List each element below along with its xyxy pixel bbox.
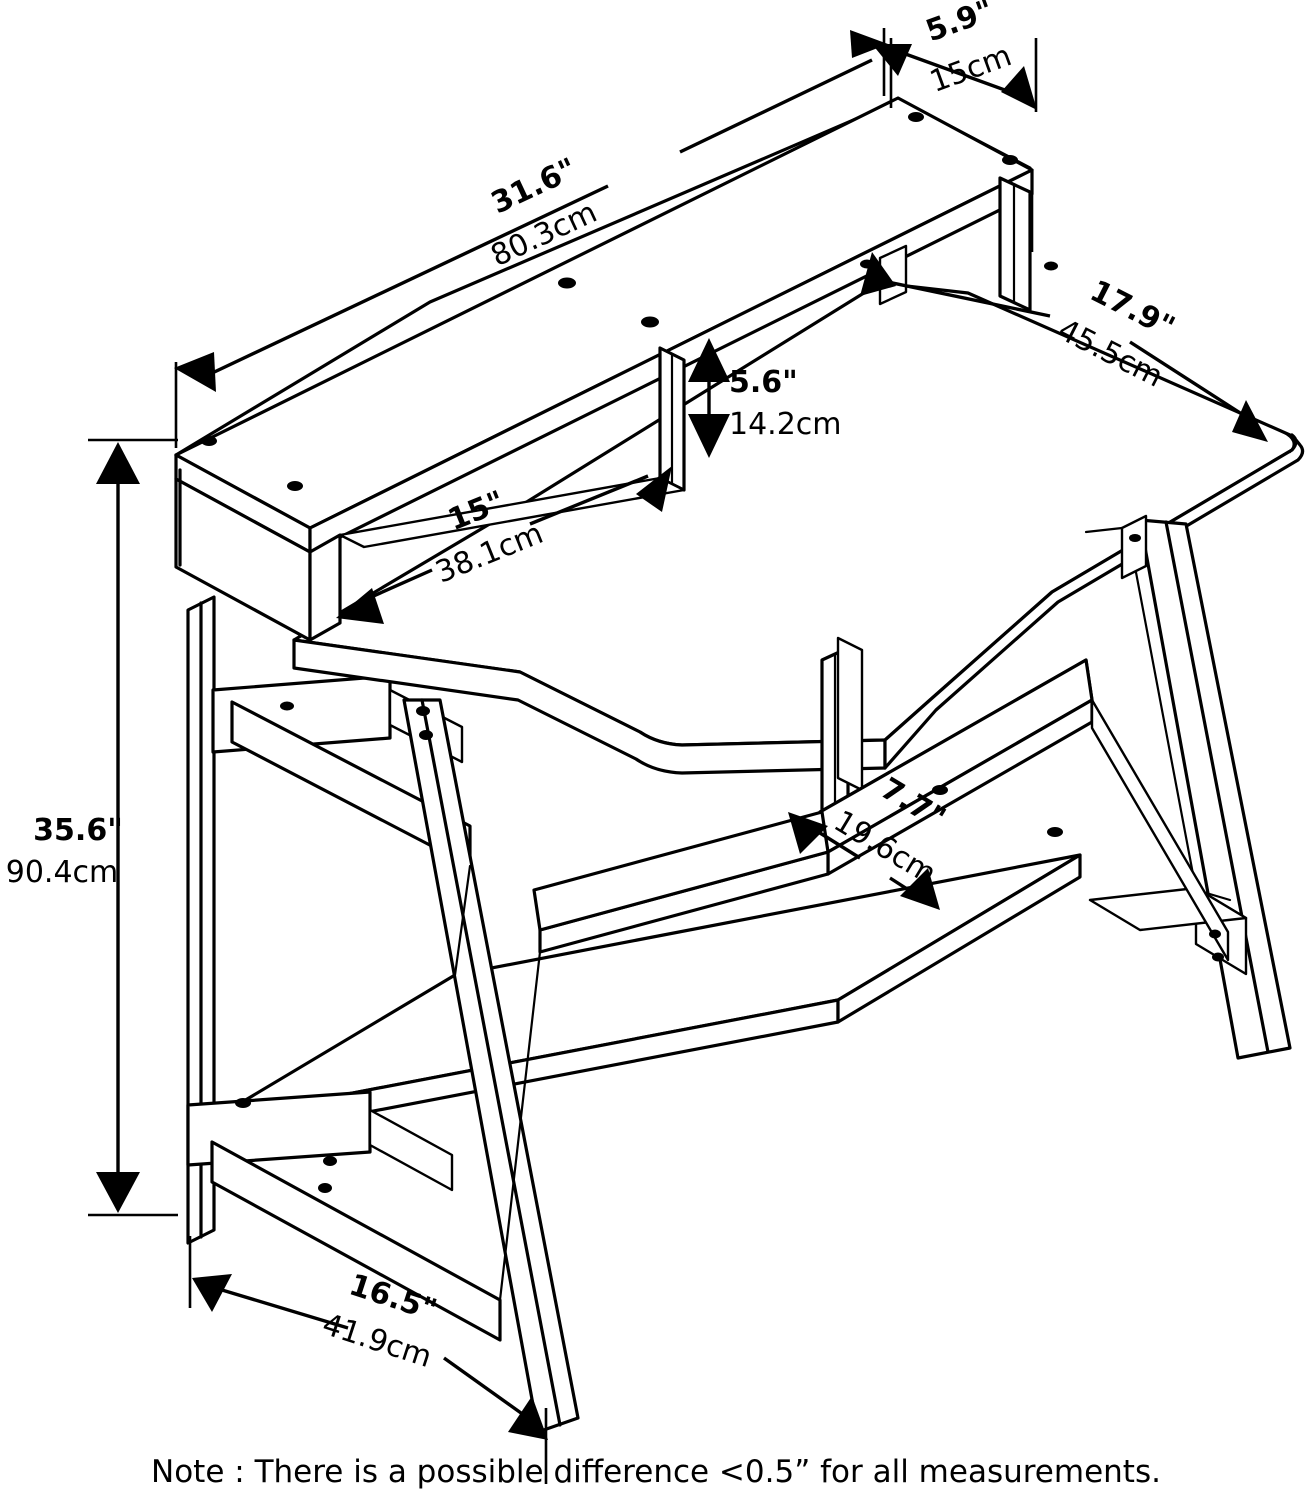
right-connecting-rail (1090, 698, 1230, 962)
dim-overall-height-imperial: 35.6" (33, 813, 123, 848)
dimension-base-depth: 16.5" 41.9cm (188, 1236, 548, 1484)
dim-shelf-clearance-imperial: 5.6" (729, 365, 798, 400)
lower-back-rail (186, 1090, 372, 1167)
upper-shelf-left-panel (174, 468, 342, 642)
center-vertical-support (820, 636, 864, 814)
lower-front-rail (210, 1140, 502, 1342)
desk-illustration (174, 96, 1305, 1434)
dimension-overall-height: 35.6" 90.4cm (6, 438, 178, 1217)
measurement-note: Note : There is a possible difference <0… (151, 1454, 1161, 1490)
lower-shelf (210, 853, 1082, 1144)
dim-overall-height-metric: 90.4cm (6, 855, 119, 890)
right-leg-top-bracket (1084, 514, 1148, 580)
desktop-surface (292, 281, 1305, 775)
dim-shelf-clearance-metric: 14.2cm (729, 407, 842, 442)
upper-shelf-right-column (998, 176, 1032, 312)
dim-shelf-depth-imperial: 5.9" (921, 0, 998, 49)
left-angled-leg (402, 698, 580, 1434)
bottom-stretcher (368, 1108, 454, 1192)
dimension-shelf-depth: 5.9" 15cm (872, 0, 1038, 112)
left-rear-leg (186, 595, 216, 1245)
right-angled-leg (1126, 518, 1292, 1060)
left-bottom-brace (453, 864, 542, 1302)
dimension-shelf-clearance: 5.6" 14.2cm (688, 338, 842, 458)
